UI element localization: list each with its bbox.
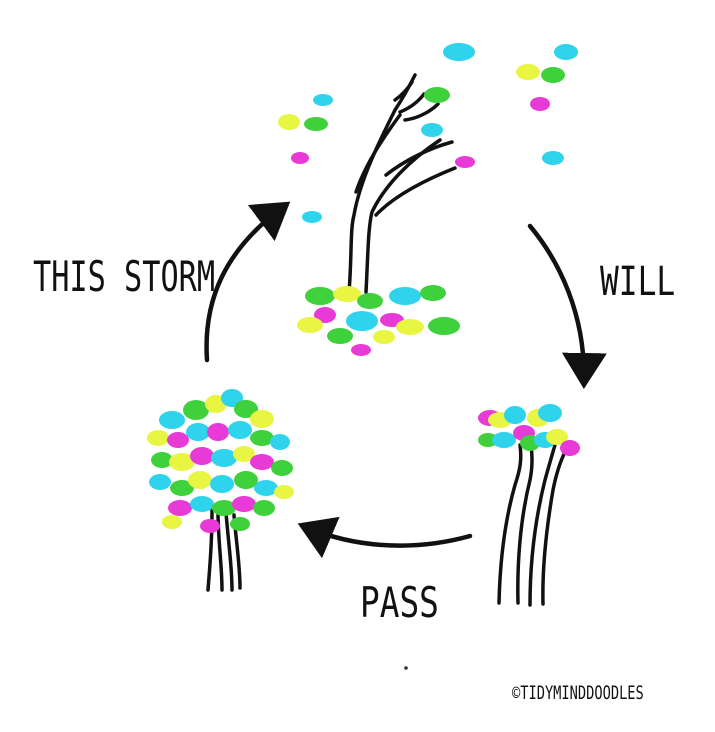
- growing-tree-trunk: [497, 440, 567, 607]
- label-this-storm: THIS STORM: [33, 252, 216, 301]
- storm-tree: [278, 43, 578, 356]
- arrow-to-storm: [204, 201, 291, 363]
- growing-tree: [478, 404, 580, 607]
- storm-tree-flying-leaves: [278, 43, 578, 223]
- storm-tree-fallen-leaves: [297, 285, 460, 356]
- storm-tree-trunk: [347, 73, 457, 294]
- label-will: WILL: [600, 259, 676, 305]
- growing-tree-leaves: [478, 404, 580, 456]
- full-tree-leaves: [147, 389, 294, 533]
- credit-text: ©TIDYMINDDOODLES: [512, 682, 644, 704]
- label-pass: PASS: [360, 578, 439, 627]
- stray-dot: [404, 666, 408, 670]
- arrow-to-full-tree: [297, 516, 473, 559]
- full-tree: [147, 389, 294, 592]
- arrow-to-rebuild: [527, 223, 607, 389]
